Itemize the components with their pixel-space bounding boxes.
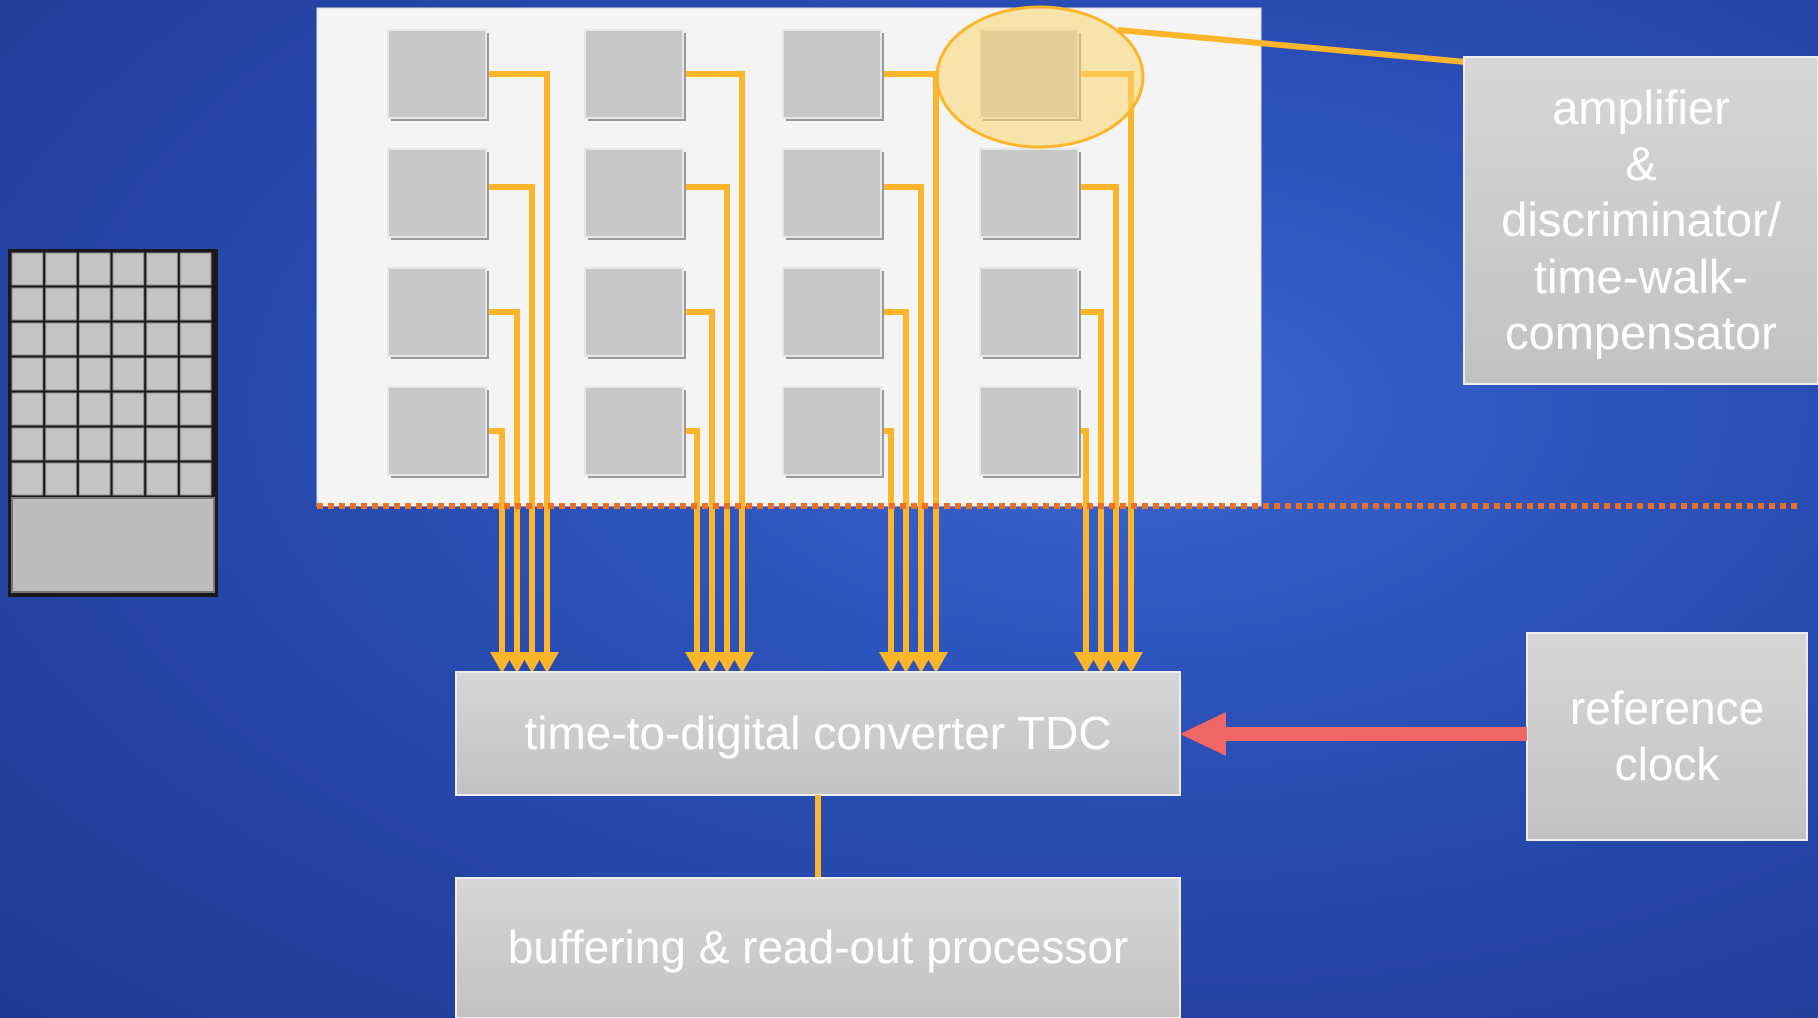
detector-cell xyxy=(45,462,77,496)
detector-cell xyxy=(45,287,77,321)
detector-cell xyxy=(179,427,212,461)
detector-cell xyxy=(78,252,111,286)
detector-cell xyxy=(112,357,145,391)
tdc-label-text: time-to-digital converter TDC xyxy=(524,706,1112,759)
detector-cell xyxy=(146,392,178,426)
detector-cell xyxy=(78,392,111,426)
detector-cell xyxy=(11,427,44,461)
signal-wire xyxy=(480,184,535,652)
signal-arrowhead xyxy=(879,652,903,673)
detector-cell xyxy=(11,322,44,356)
pixel-cell xyxy=(584,29,684,119)
pixel-cell xyxy=(979,267,1079,357)
detector-cell xyxy=(112,287,145,321)
signal-wire xyxy=(480,71,550,652)
detector-cell xyxy=(179,462,212,496)
detector-cell xyxy=(78,357,111,391)
detector-cell xyxy=(11,287,44,321)
pixel-cell xyxy=(584,386,684,476)
buffer-block xyxy=(455,877,1181,1018)
reference-clock-block xyxy=(1526,632,1808,841)
reference-clock-label: reference clock xyxy=(1527,633,1807,840)
detector-cell xyxy=(179,322,212,356)
signal-wire xyxy=(677,309,715,652)
pixel-cell xyxy=(387,29,487,119)
detector-cell xyxy=(179,392,212,426)
pixel-cell xyxy=(387,386,487,476)
detector-cell xyxy=(11,357,44,391)
pixel-cell xyxy=(782,148,882,238)
amplifier-label-line: compensator xyxy=(1505,306,1777,360)
amplifier-label-line: discriminator/ xyxy=(1501,193,1781,247)
signal-arrowhead xyxy=(685,652,709,673)
signal-wire xyxy=(1072,184,1119,652)
pixel-cell xyxy=(979,148,1079,238)
detector-cell xyxy=(146,287,178,321)
pixel-cell xyxy=(979,386,1079,476)
signal-wire xyxy=(875,184,924,652)
detector-cell xyxy=(146,462,178,496)
pixel-cell xyxy=(387,267,487,357)
reference-clock-label-line: reference xyxy=(1569,682,1765,735)
detector-cell xyxy=(112,392,145,426)
detector-cell xyxy=(45,427,77,461)
amplifier-block xyxy=(1463,56,1818,385)
detector-sensor xyxy=(8,249,218,597)
pixel-cell xyxy=(782,267,882,357)
pixel-cell xyxy=(584,267,684,357)
callout-leader-line xyxy=(1117,27,1467,65)
buffer-label-text: buffering & read-out processor xyxy=(507,921,1129,974)
detector-cell xyxy=(112,427,145,461)
detector-cell xyxy=(179,252,212,286)
reference-clock-label-line: clock xyxy=(1614,737,1720,790)
signal-wire xyxy=(875,309,909,652)
amplifier-label: amplifier & discriminator/ time-walk- co… xyxy=(1464,57,1818,384)
detector-lower-plate xyxy=(11,497,215,593)
detector-cell xyxy=(179,357,212,391)
detector-cell xyxy=(11,462,44,496)
highlight-ellipse xyxy=(935,5,1145,149)
detector-cell xyxy=(45,357,77,391)
detector-cell xyxy=(78,322,111,356)
detector-cell xyxy=(146,252,178,286)
detector-cell xyxy=(45,322,77,356)
detector-cell xyxy=(78,427,111,461)
signal-wire xyxy=(480,309,520,652)
signal-wire xyxy=(677,184,730,652)
signal-arrowhead xyxy=(490,652,514,673)
amplifier-label-line: & xyxy=(1625,136,1657,190)
pixel-cell xyxy=(387,148,487,238)
detector-cell xyxy=(11,392,44,426)
tdc-label: time-to-digital converter TDC xyxy=(456,672,1180,795)
detector-cell xyxy=(146,322,178,356)
detector-cell xyxy=(112,322,145,356)
signal-arrowhead xyxy=(1074,652,1098,673)
detector-cell xyxy=(179,287,212,321)
detector-cell xyxy=(146,427,178,461)
detector-cell xyxy=(112,462,145,496)
detector-cell xyxy=(45,252,77,286)
pixel-cell xyxy=(782,386,882,476)
detector-cell xyxy=(78,462,111,496)
detector-cell xyxy=(45,392,77,426)
amplifier-label-line: time-walk- xyxy=(1533,249,1749,303)
detector-cell xyxy=(146,357,178,391)
detector-cell xyxy=(112,252,145,286)
pixel-cell xyxy=(584,148,684,238)
detector-cell xyxy=(78,287,111,321)
signal-wire xyxy=(1072,309,1104,652)
pixel-cell xyxy=(782,29,882,119)
detector-cells xyxy=(11,252,212,496)
buffer-label: buffering & read-out processor xyxy=(456,878,1180,1018)
tdc-block xyxy=(455,671,1181,796)
signal-wire xyxy=(677,71,745,652)
amplifier-label-line: amplifier xyxy=(1552,80,1730,134)
clock-arrow xyxy=(1180,712,1527,756)
detector-cell xyxy=(11,252,44,286)
